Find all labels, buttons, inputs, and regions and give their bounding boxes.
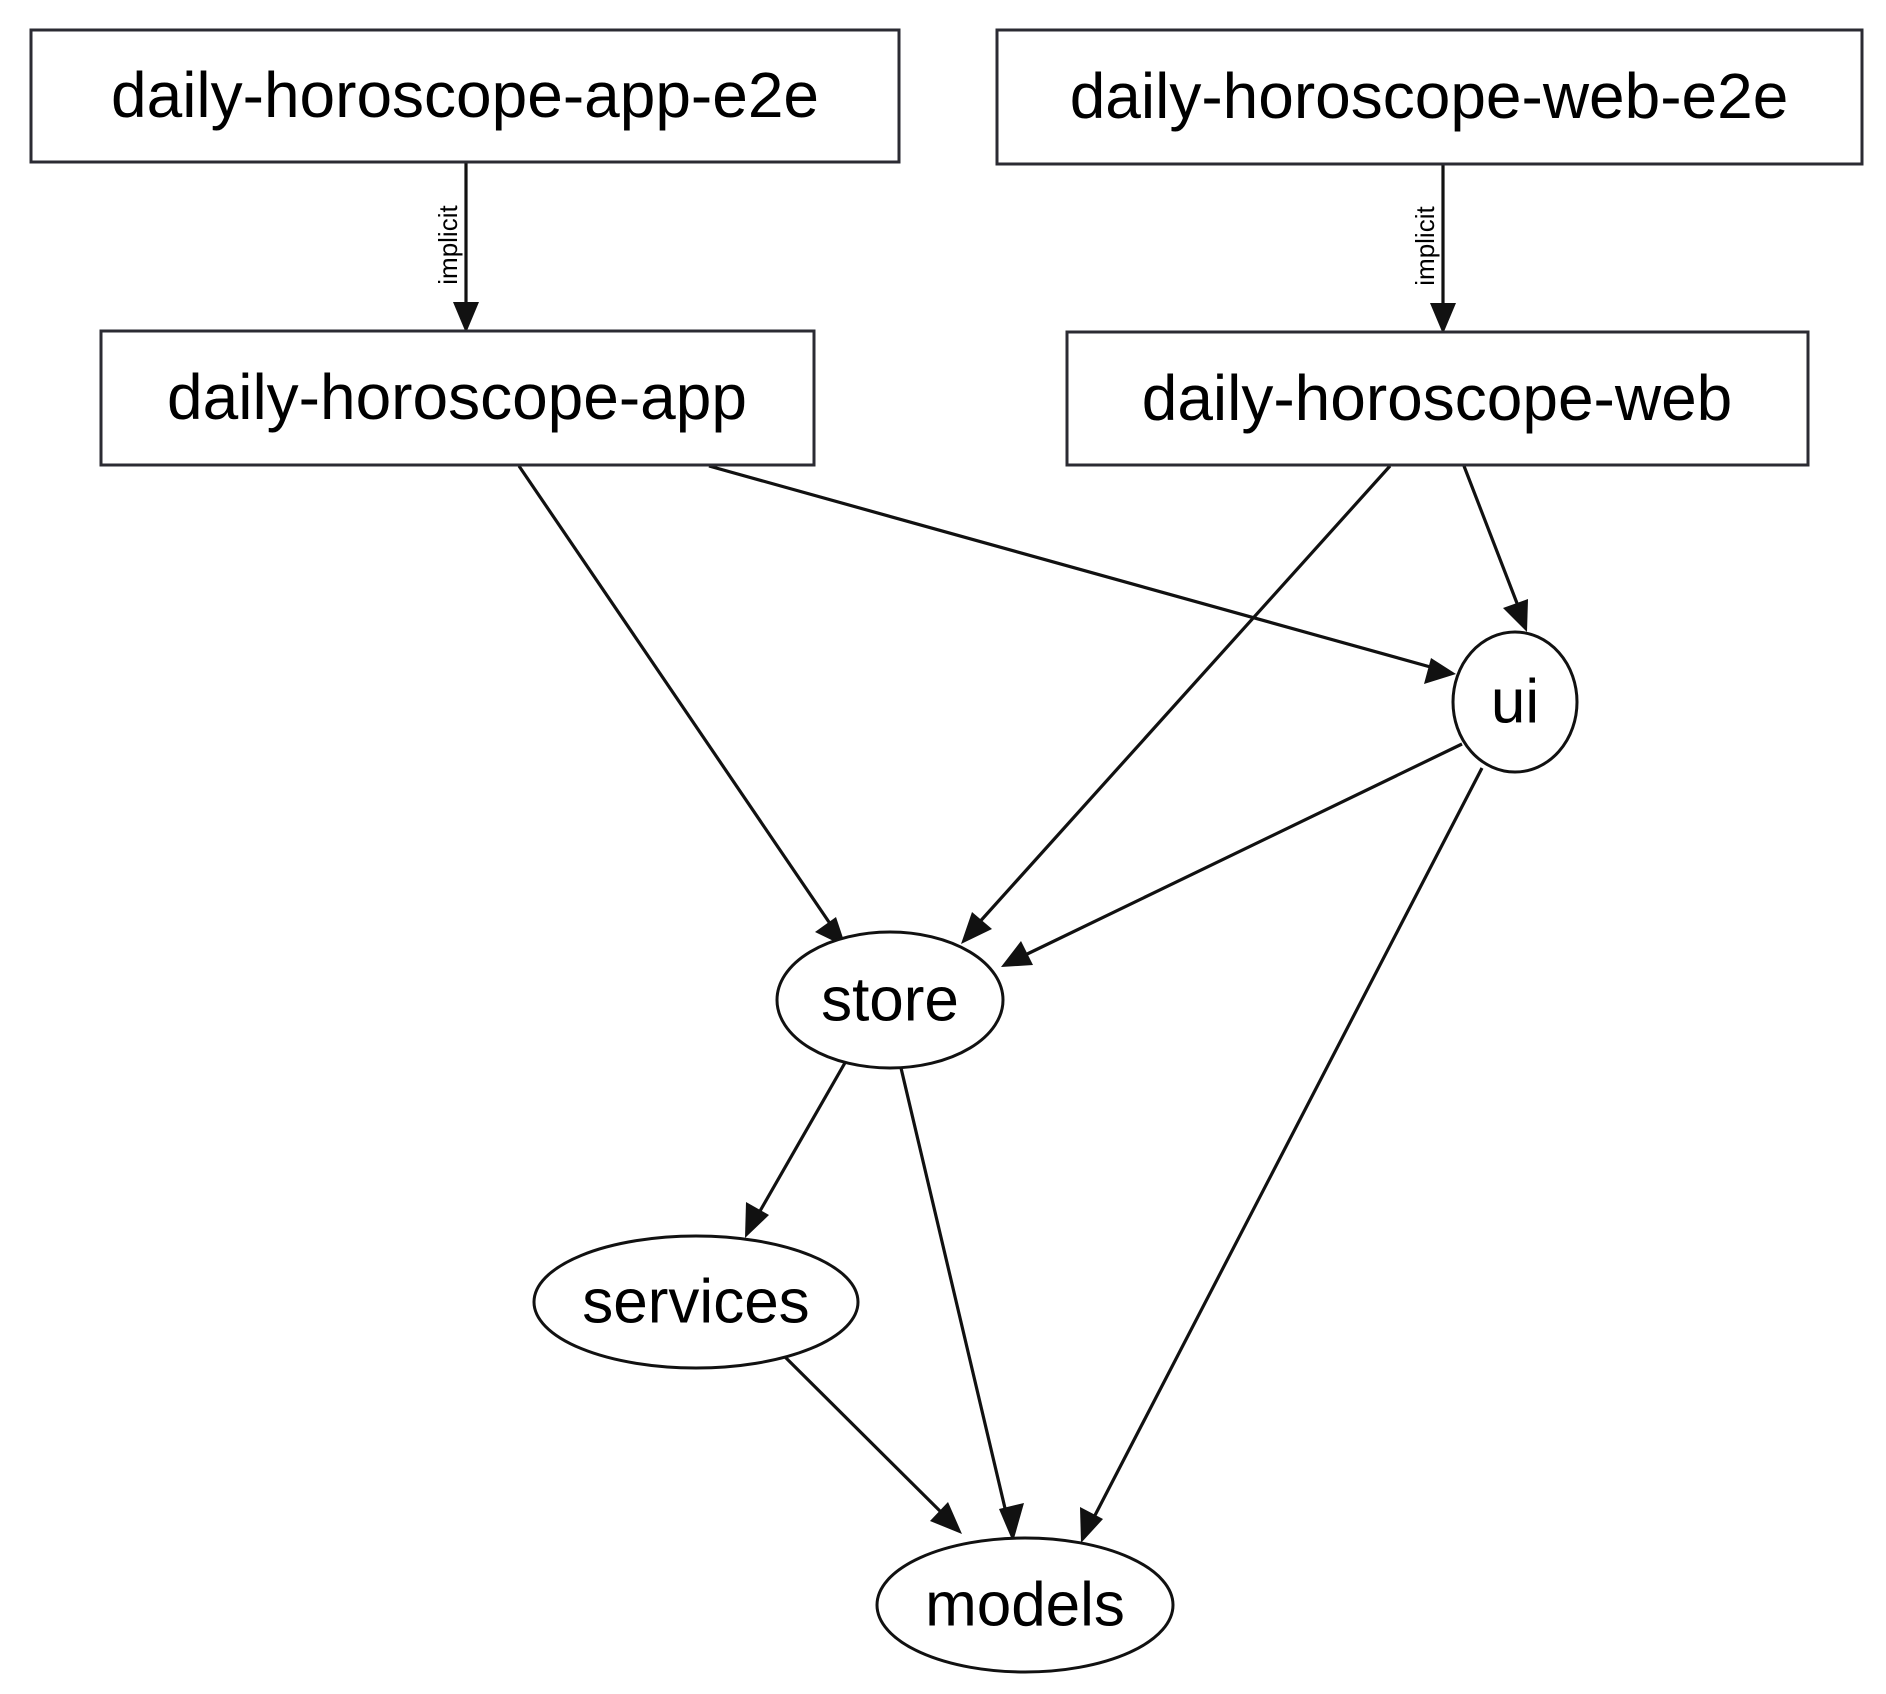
- edge-label-implicit-left: implicit: [433, 205, 463, 285]
- node-box-shape: [99, 329, 816, 467]
- edge-line: [754, 1060, 848, 1219]
- node-box-shape: [995, 28, 1864, 166]
- arrowhead: [1430, 303, 1456, 334]
- node-daily-horoscope-app-e2e[interactable]: daily-horoscope-app-e2e: [29, 28, 901, 164]
- arrowhead: [930, 1502, 962, 1534]
- edge-services-to-models: [775, 1347, 962, 1534]
- arrowhead: [1080, 1507, 1103, 1543]
- edge-ui-to-store: [1001, 742, 1463, 967]
- edge-ui-to-models: [1080, 767, 1484, 1543]
- edge-web-to-store: [961, 464, 1392, 944]
- edge-line: [517, 465, 835, 929]
- edge-app-to-ui: [708, 464, 1456, 684]
- node-ui[interactable]: ui: [1451, 630, 1579, 774]
- edge-store-to-services: [745, 1060, 848, 1238]
- node-label-daily-horoscope-app: daily-horoscope-app: [167, 361, 747, 433]
- node-label-ui: ui: [1491, 667, 1539, 736]
- arrowhead: [453, 302, 479, 333]
- node-store[interactable]: store: [775, 930, 1005, 1070]
- node-daily-horoscope-web-e2e[interactable]: daily-horoscope-web-e2e: [995, 28, 1864, 166]
- node-daily-horoscope-app[interactable]: daily-horoscope-app: [99, 329, 816, 467]
- edge-app-to-store: [517, 465, 846, 947]
- edge-line: [775, 1347, 949, 1520]
- node-label-services: services: [582, 1267, 809, 1336]
- edge-line: [1089, 767, 1484, 1524]
- edge-line: [1462, 465, 1522, 612]
- edge-app-e2e-to-app: implicit: [433, 162, 479, 333]
- edge-label-implicit-right: implicit: [1410, 206, 1440, 286]
- node-daily-horoscope-web[interactable]: daily-horoscope-web: [1065, 330, 1810, 467]
- edge-line: [708, 464, 1435, 670]
- node-services[interactable]: services: [532, 1234, 860, 1370]
- node-ellipse-shape: [875, 1536, 1175, 1674]
- edge-line: [899, 1067, 1010, 1522]
- arrowhead: [745, 1202, 769, 1238]
- node-ellipse-shape: [532, 1234, 860, 1370]
- arrowhead: [999, 1503, 1024, 1542]
- edge-store-to-models: [899, 1067, 1024, 1542]
- node-box-shape: [1065, 330, 1810, 467]
- arrowhead: [1001, 941, 1033, 967]
- edge-line: [974, 464, 1392, 928]
- arrowhead: [961, 912, 992, 944]
- edge-web-e2e-to-web: implicit: [1410, 164, 1456, 334]
- edge-web-to-ui: [1462, 465, 1528, 632]
- node-ellipse-shape: [1451, 630, 1579, 774]
- node-box-shape: [29, 28, 901, 164]
- arrowhead: [1503, 599, 1528, 632]
- node-ellipse-shape: [775, 930, 1005, 1070]
- node-label-store: store: [821, 965, 959, 1034]
- node-label-models: models: [925, 1570, 1125, 1639]
- edge-line: [1020, 742, 1463, 959]
- node-label-daily-horoscope-web-e2e: daily-horoscope-web-e2e: [1070, 60, 1789, 132]
- node-models[interactable]: models: [875, 1536, 1175, 1674]
- node-label-daily-horoscope-app-e2e: daily-horoscope-app-e2e: [111, 59, 819, 131]
- arrowhead: [1424, 658, 1456, 684]
- node-label-daily-horoscope-web: daily-horoscope-web: [1142, 362, 1733, 434]
